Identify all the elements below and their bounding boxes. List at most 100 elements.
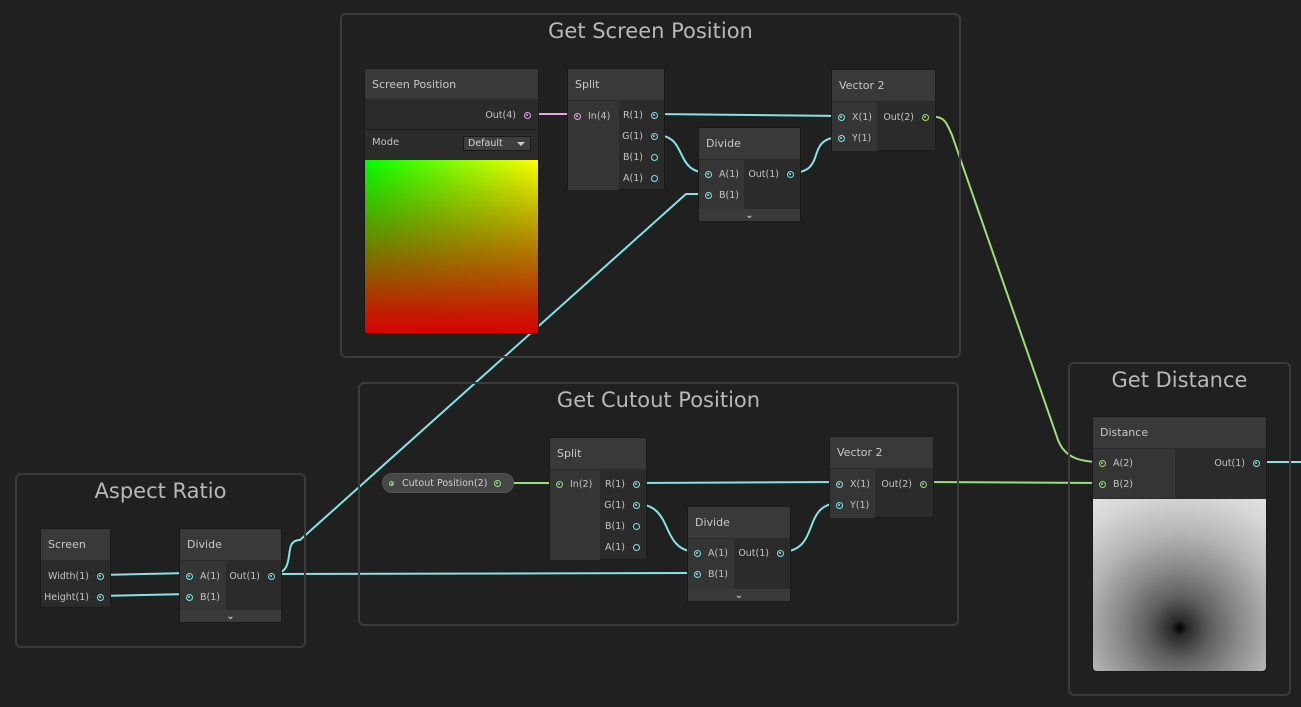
group-get-cutout-position[interactable]: Get Cutout Position <box>358 382 959 626</box>
distance-preview <box>1093 499 1266 671</box>
group-title: Aspect Ratio <box>94 479 227 503</box>
port-dot-icon[interactable] <box>694 570 701 578</box>
out-port[interactable]: Out(1) <box>1214 456 1260 470</box>
x-port[interactable]: X(1) <box>836 477 870 491</box>
port-dot-icon[interactable] <box>838 113 845 121</box>
port-dot-icon[interactable] <box>836 480 843 488</box>
mode-label: Mode <box>372 137 400 148</box>
group-get-distance[interactable]: Get Distance <box>1068 362 1291 696</box>
node-title: Split <box>550 438 646 469</box>
port-dot-icon[interactable] <box>1099 480 1106 488</box>
input-column <box>180 561 226 611</box>
out-port[interactable]: Out(4) <box>485 108 531 122</box>
divider <box>365 129 538 130</box>
port-label: A(1) <box>605 541 625 553</box>
b-port[interactable]: B(1) <box>623 150 658 164</box>
divide-node-bottom[interactable]: Divide A(1) B(1) Out(1) ⌄ <box>687 506 791 602</box>
port-label: A(1) <box>623 172 643 184</box>
port-label: B(1) <box>708 568 728 580</box>
b-port[interactable]: B(1) <box>694 567 728 581</box>
b-port[interactable]: B(1) <box>186 590 220 604</box>
a-port[interactable]: A(1) <box>623 171 658 185</box>
out-port[interactable]: Out(1) <box>748 167 794 181</box>
split-node-bottom[interactable]: Split In(2) R(1) G(1) B(1) A(1) <box>549 437 647 560</box>
port-dot-icon[interactable] <box>787 170 794 178</box>
port-dot-icon[interactable] <box>920 480 927 488</box>
b-port[interactable]: B(2) <box>1099 477 1133 491</box>
g-port[interactable]: G(1) <box>622 129 658 143</box>
a-port[interactable]: A(1) <box>186 569 220 583</box>
width-port[interactable]: Width(1) <box>48 569 104 583</box>
port-label: R(1) <box>604 478 625 490</box>
divide-node-aspect[interactable]: Divide A(1) B(1) Out(1) ⌄ <box>179 528 282 623</box>
port-dot-icon[interactable] <box>556 480 563 488</box>
x-port[interactable]: X(1) <box>838 110 872 124</box>
y-port[interactable]: Y(1) <box>836 498 869 512</box>
vector2-node-top[interactable]: Vector 2 X(1) Y(1) Out(2) <box>831 69 936 151</box>
port-dot-icon[interactable] <box>574 112 581 120</box>
in-port[interactable]: In(2) <box>556 477 592 491</box>
a-port[interactable]: A(1) <box>605 540 640 554</box>
out-port[interactable]: Out(2) <box>881 477 927 491</box>
screen-node[interactable]: Screen Width(1) Height(1) <box>40 528 111 608</box>
expand-button[interactable]: ⌄ <box>688 589 790 601</box>
group-get-screen-position[interactable]: Get Screen Position <box>340 13 961 358</box>
g-port[interactable]: G(1) <box>604 498 640 512</box>
port-dot-icon[interactable] <box>633 522 640 530</box>
distance-node[interactable]: Distance A(2) B(2) Out(1) <box>1092 416 1267 672</box>
port-dot-icon[interactable] <box>268 572 275 580</box>
port-dot-icon[interactable] <box>97 593 104 601</box>
height-port[interactable]: Height(1) <box>44 590 104 604</box>
a-port[interactable]: A(1) <box>694 546 728 560</box>
port-dot-icon[interactable] <box>838 134 845 142</box>
expand-button[interactable]: ⌄ <box>699 209 800 221</box>
port-dot-icon[interactable] <box>494 479 502 487</box>
port-dot-icon[interactable] <box>633 480 640 488</box>
port-dot-icon[interactable] <box>651 153 658 161</box>
divide-node-top[interactable]: Divide A(1) B(1) Out(1) ⌄ <box>698 127 801 222</box>
a-port[interactable]: A(2) <box>1099 456 1133 470</box>
port-dot-icon[interactable] <box>836 501 843 509</box>
split-node-top[interactable]: Split In(4) R(1) G(1) B(1) A(1) <box>567 68 665 190</box>
port-dot-icon[interactable] <box>633 501 640 509</box>
input-column <box>832 102 877 151</box>
out-port[interactable]: Out(2) <box>883 110 929 124</box>
a-port[interactable]: A(1) <box>705 167 739 181</box>
input-column <box>830 469 875 518</box>
vector2-node-bottom[interactable]: Vector 2 X(1) Y(1) Out(2) <box>829 436 934 518</box>
port-dot-icon[interactable] <box>524 111 531 119</box>
expand-button[interactable]: ⌄ <box>180 610 281 622</box>
port-label: X(1) <box>852 111 872 123</box>
port-dot-icon[interactable] <box>186 593 193 601</box>
mode-dropdown[interactable]: Default <box>463 136 531 151</box>
b-port[interactable]: B(1) <box>705 188 739 202</box>
port-label: Y(1) <box>850 499 870 511</box>
port-label: G(1) <box>604 499 625 511</box>
port-dot-icon[interactable] <box>922 113 929 121</box>
port-dot-icon[interactable] <box>705 170 712 178</box>
port-label: A(1) <box>708 547 728 559</box>
in-port[interactable]: In(4) <box>574 109 610 123</box>
port-dot-icon[interactable] <box>97 572 104 580</box>
y-port[interactable]: Y(1) <box>838 131 871 145</box>
cutout-position-property[interactable]: Cutout Position(2) <box>382 473 514 493</box>
node-title: Distance <box>1093 417 1266 448</box>
port-dot-icon[interactable] <box>694 549 701 557</box>
port-dot-icon[interactable] <box>651 132 658 140</box>
port-dot-icon[interactable] <box>1099 459 1106 467</box>
port-dot-icon[interactable] <box>651 111 658 119</box>
port-dot-icon[interactable] <box>1253 459 1260 467</box>
r-port[interactable]: R(1) <box>605 477 640 491</box>
port-dot-icon[interactable] <box>651 174 658 182</box>
port-dot-icon[interactable] <box>777 549 784 557</box>
port-dot-icon[interactable] <box>633 543 640 551</box>
screen-position-node[interactable]: Screen Position Out(4) Mode Default <box>364 68 539 334</box>
r-port[interactable]: R(1) <box>623 108 658 122</box>
b-port[interactable]: B(1) <box>605 519 640 533</box>
port-label: A(1) <box>200 570 220 582</box>
port-dot-icon[interactable] <box>186 572 193 580</box>
out-port[interactable]: Out(1) <box>738 546 784 560</box>
port-dot-icon[interactable] <box>705 191 712 199</box>
out-port[interactable]: Out(1) <box>229 569 275 583</box>
group-aspect-ratio[interactable]: Aspect Ratio <box>15 473 306 648</box>
